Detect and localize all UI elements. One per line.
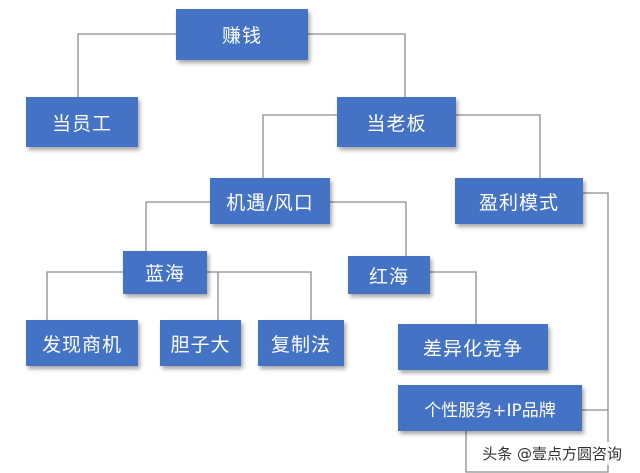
link-boss-profit: [456, 114, 541, 178]
node-root: 赚钱: [176, 9, 308, 60]
link-profit-brand: [582, 192, 609, 411]
link-blue-copy: [207, 271, 312, 320]
node-bold: 胆子大: [160, 320, 241, 366]
watermark: 头条 @壹点方圆咨询: [478, 442, 626, 465]
link-boss-opportunity: [262, 114, 337, 178]
node-copy: 复制法: [258, 320, 344, 366]
node-differentiation: 差异化竞争: [398, 324, 548, 370]
link-root-boss: [308, 33, 406, 97]
node-brand: 个性服务+IP品牌: [398, 385, 582, 431]
link-opp-red: [330, 201, 407, 256]
link-red-diff: [430, 271, 477, 324]
node-red-ocean: 红海: [348, 256, 430, 294]
node-blue-ocean: 蓝海: [123, 251, 207, 294]
link-root-employee: [77, 33, 176, 97]
node-boss: 当老板: [337, 97, 456, 147]
link-profit-down: [465, 410, 609, 473]
node-discover: 发现商机: [26, 320, 138, 366]
node-employee: 当员工: [26, 97, 138, 147]
node-profit-model: 盈利模式: [455, 178, 583, 224]
node-opportunity: 机遇/风口: [210, 178, 330, 224]
link-blue-discover: [46, 271, 123, 320]
link-opp-blue: [145, 201, 210, 251]
